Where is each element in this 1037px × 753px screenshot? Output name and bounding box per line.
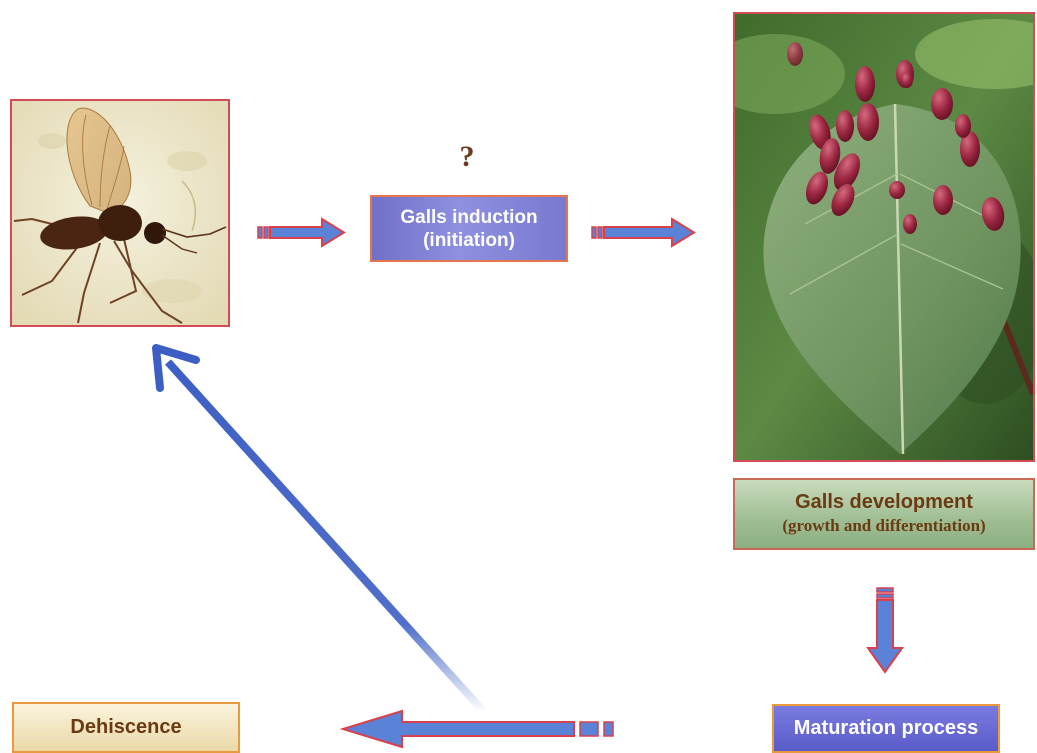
galls-development-box: Galls development (growth and differenti…: [733, 478, 1035, 550]
arrow-maturation-to-dehiscence: [343, 711, 613, 747]
development-subtitle: (growth and differentiation): [782, 514, 985, 538]
dehiscence-label: Dehiscence: [70, 716, 181, 739]
arrow-development-to-maturation: [868, 588, 902, 672]
maturation-process-box: Maturation process: [772, 704, 1000, 753]
arrow-midge-to-induction: [258, 219, 344, 246]
induction-subtitle: (initiation): [423, 229, 515, 252]
maturation-label: Maturation process: [794, 717, 978, 740]
development-title: Galls development: [795, 490, 973, 514]
dehiscence-box: Dehiscence: [12, 702, 240, 753]
arrow-dehiscence-to-midge: [156, 348, 484, 712]
arrow-induction-to-development: [592, 219, 694, 246]
induction-title: Galls induction: [400, 206, 537, 229]
galls-induction-box: Galls induction (initiation): [370, 195, 568, 262]
